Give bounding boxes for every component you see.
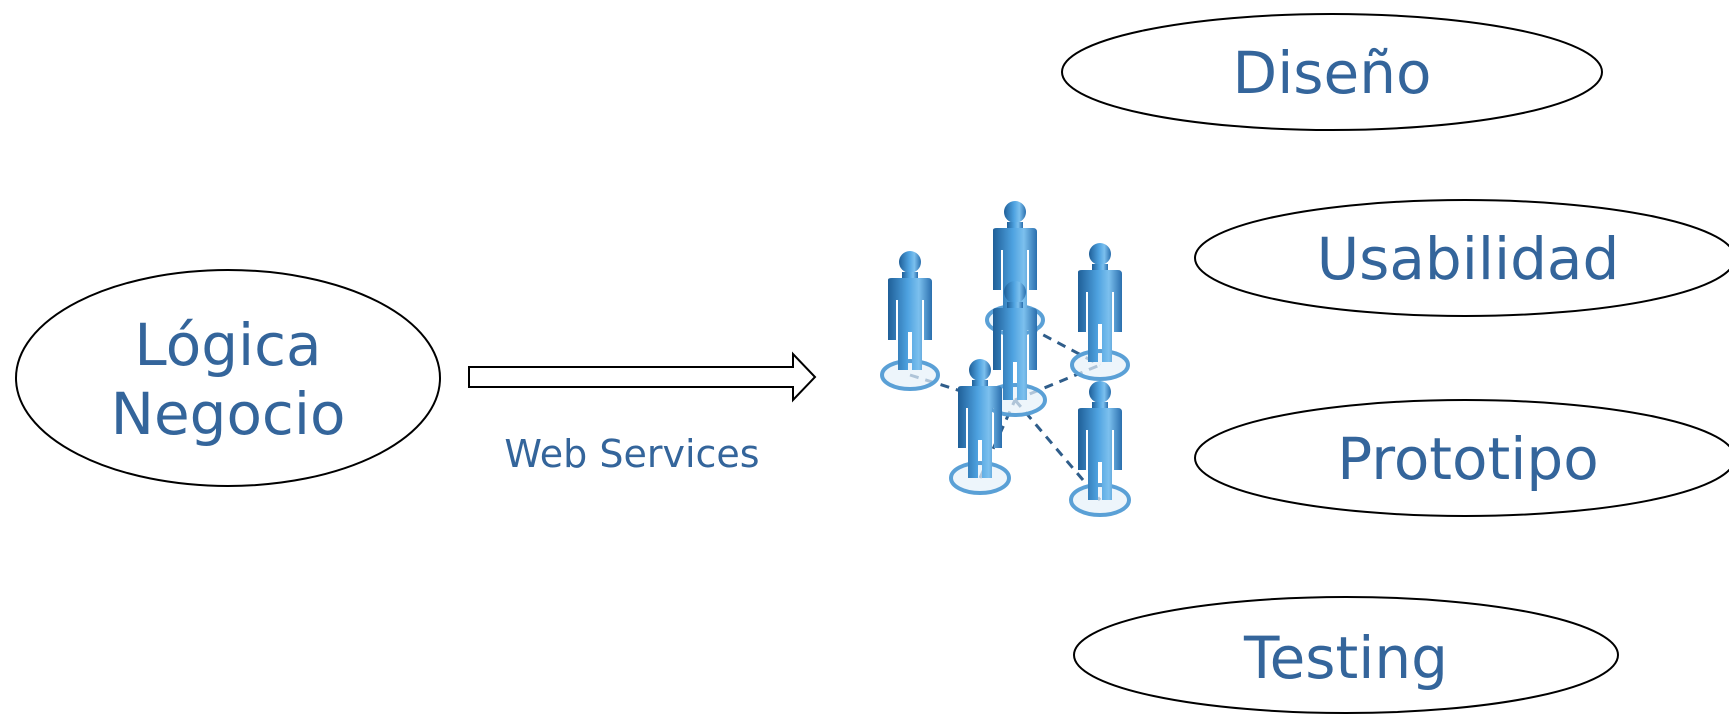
prototipo-label: Prototipo — [1337, 425, 1598, 493]
person-icon — [958, 359, 1002, 478]
edge-label-web-services: Web Services — [504, 432, 759, 476]
diseno-label: Diseño — [1233, 39, 1432, 107]
person-icon — [1078, 381, 1122, 500]
ellipse-usabilidad — [1194, 199, 1729, 317]
person-figures — [888, 201, 1122, 500]
testing-label: Testing — [1243, 624, 1448, 692]
logica-negocio-line1: Lógica — [134, 311, 321, 379]
ellipse-logica-negocio — [15, 269, 441, 487]
node-prototipo: Prototipo — [1194, 399, 1729, 517]
users-network-icon — [880, 201, 1131, 517]
ellipse-diseno — [1061, 13, 1603, 131]
person-icon — [888, 251, 932, 370]
logica-negocio-line2: Negocio — [111, 380, 346, 448]
node-logica-negocio: Lógica Negocio — [15, 269, 441, 487]
node-diseno: Diseño — [1061, 13, 1603, 131]
person-icon — [993, 281, 1037, 400]
ellipse-testing — [1073, 596, 1619, 714]
node-usabilidad: Usabilidad — [1194, 199, 1729, 317]
ellipse-prototipo — [1194, 399, 1729, 517]
person-icon — [1078, 243, 1122, 362]
node-testing: Testing — [1073, 596, 1619, 714]
usabilidad-label: Usabilidad — [1317, 225, 1620, 293]
arrow-right-icon — [468, 351, 817, 403]
